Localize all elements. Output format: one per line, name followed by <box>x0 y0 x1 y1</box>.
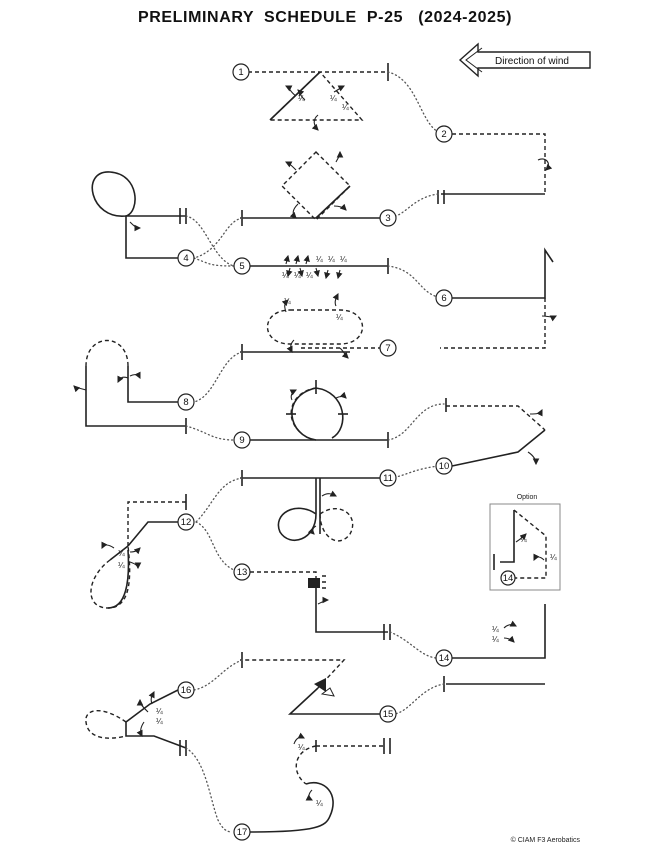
figure-number-12: 12 <box>177 513 195 531</box>
figure-number-circle <box>435 457 453 475</box>
quarter-roll-label: ¼ <box>492 625 499 634</box>
figure-number-circle <box>177 681 195 699</box>
figure-number-label: 12 <box>181 517 192 528</box>
copyright-text: © CIAM F3 Aerobatics <box>511 836 581 844</box>
figure-number-2: 2 <box>435 125 453 143</box>
figure-number-14: 14 <box>435 649 453 667</box>
figure-number-1: 1 <box>232 63 250 81</box>
figure-number-8: 8 <box>177 393 195 411</box>
quarter-roll-label: ¼ <box>340 255 347 264</box>
figure-12: ¼ ¼ <box>90 494 235 609</box>
figure-number-label: 3 <box>385 213 390 224</box>
quarter-roll-label: ¼ <box>282 271 289 280</box>
figure-number-label: 7 <box>385 343 390 354</box>
figure-number-circle <box>379 705 397 723</box>
quarter-roll-label: ¼ <box>328 255 335 264</box>
figure-number-circle <box>233 563 251 581</box>
quarter-roll-label: ¼ <box>118 549 125 558</box>
quarter-roll-label: ¼ <box>336 313 343 322</box>
figure-7: ¼ ¼ <box>193 293 382 403</box>
quarter-roll-label: ¼ <box>156 717 163 726</box>
figure-number-label: 6 <box>441 293 446 304</box>
figure-5: ¼ ¼ ¼ ¼ ¼ ¼ <box>185 215 445 299</box>
figure-14: ¼ ¼ <box>393 604 546 715</box>
figure-number-9: 9 <box>233 431 251 449</box>
quarter-roll-label: ¼ <box>492 635 499 644</box>
figure-9 <box>250 380 445 448</box>
option-box: Option ¼ ¼ <box>489 494 561 591</box>
figure-number-16: 16 <box>177 681 195 699</box>
figure-11 <box>195 470 380 542</box>
quarter-roll-label: ¼ <box>550 553 557 562</box>
figure-number-circle <box>435 125 453 143</box>
option-number-circle <box>500 570 516 586</box>
figure-17: ¼ ¼ <box>249 732 391 833</box>
quarter-roll-label: ¼ <box>330 94 337 103</box>
quarter-roll-label: ¼ <box>298 94 305 103</box>
figure-number-label: 8 <box>183 397 188 408</box>
figure-number-circle <box>233 431 251 449</box>
figure-10 <box>389 398 546 479</box>
figure-number-label: 16 <box>181 685 192 696</box>
figure-number-label: 2 <box>441 129 446 140</box>
figure-16: ¼ ¼ <box>85 689 233 833</box>
figure-number-11: 11 <box>379 469 397 487</box>
figure-number-label: 1 <box>238 67 243 78</box>
quarter-roll-label: ¼ <box>306 271 313 280</box>
figure-number-circle <box>435 649 453 667</box>
figure-number-3: 3 <box>379 209 397 227</box>
page-title: PRELIMINARY SCHEDULE P-25 (2024-2025) <box>137 9 513 26</box>
figure-2 <box>385 133 553 219</box>
figure-number-circle <box>232 63 250 81</box>
quarter-roll-label: ¼ <box>156 707 163 716</box>
figure-number-circle <box>233 257 251 275</box>
figure-number-label: 10 <box>439 461 450 472</box>
figure-1: ¼ ¼ ¼ <box>248 63 445 135</box>
quarter-roll-label: ¼ <box>316 255 323 264</box>
figure-number-circle <box>233 823 251 841</box>
figure-3 <box>193 150 382 259</box>
figure-number-label: 17 <box>237 827 248 838</box>
option-label: Option <box>517 494 538 501</box>
figure-number-6: 6 <box>435 289 453 307</box>
figure-8 <box>73 340 235 441</box>
option-figure-badge: 14 <box>500 570 516 586</box>
figure-number-label: 9 <box>239 435 244 446</box>
figure-15 <box>193 652 380 715</box>
figure-13 <box>250 571 437 659</box>
quarter-roll-label: ¼ <box>316 799 323 808</box>
figure-number-circle <box>177 249 195 267</box>
figure-number-label: 13 <box>237 567 248 578</box>
figure-number-circle <box>379 339 397 357</box>
figure-number-circle <box>379 469 397 487</box>
wind-label: Direction of wind <box>495 56 569 67</box>
figure-6 <box>440 247 557 349</box>
quarter-roll-label: ¼ <box>342 103 349 112</box>
figure-number-circle <box>379 209 397 227</box>
figure-number-label: 15 <box>383 709 394 720</box>
figure-number-label: 14 <box>439 653 450 664</box>
figure-number-label: 5 <box>239 261 244 272</box>
figure-number-7: 7 <box>379 339 397 357</box>
figure-number-label: 11 <box>383 473 393 484</box>
figure-number-circle <box>177 513 195 531</box>
figure-number-17: 17 <box>233 823 251 841</box>
quarter-roll-label: ¼ <box>118 561 125 570</box>
option-number-label: 14 <box>503 573 514 584</box>
figure-number-4: 4 <box>177 249 195 267</box>
figure-number-label: 4 <box>183 253 188 264</box>
figure-number-circle <box>435 289 453 307</box>
figure-number-circle <box>177 393 195 411</box>
quarter-roll-label: ¼ <box>298 743 305 752</box>
figure-4 <box>91 171 235 267</box>
figure-number-10: 10 <box>435 457 453 475</box>
figure-number-5: 5 <box>233 257 251 275</box>
wind-direction-indicator: Direction of wind <box>458 42 591 78</box>
quarter-roll-label: ¼ <box>294 271 301 280</box>
figure-number-15: 15 <box>379 705 397 723</box>
figure-number-13: 13 <box>233 563 251 581</box>
